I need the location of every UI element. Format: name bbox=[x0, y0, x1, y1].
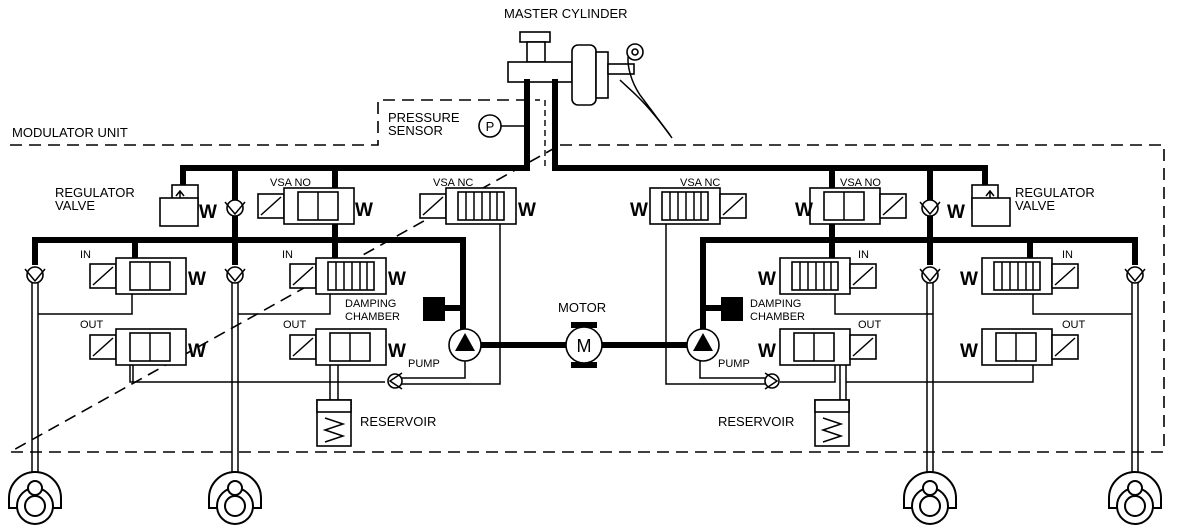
label-chamber-left: CHAMBER bbox=[345, 311, 400, 323]
right-reservoir bbox=[814, 399, 850, 447]
svg-text:W: W bbox=[188, 341, 206, 362]
label-pump-right: PUMP bbox=[718, 358, 750, 370]
label-reservoir-right: RESERVOIR bbox=[718, 414, 794, 429]
check-valve bbox=[919, 266, 941, 284]
svg-text:W: W bbox=[388, 341, 406, 362]
pump-check-valve-right bbox=[764, 372, 780, 390]
left-rear-in-valve: W bbox=[289, 257, 406, 295]
modulator-boundary bbox=[6, 99, 1165, 453]
label-valve-right: VALVE bbox=[1015, 198, 1055, 213]
svg-text:W: W bbox=[388, 269, 406, 290]
left-reservoir bbox=[316, 399, 352, 447]
left-damping-chamber bbox=[423, 297, 445, 321]
label-motor: MOTOR bbox=[558, 300, 606, 315]
master-cylinder bbox=[507, 31, 673, 139]
check-valve bbox=[919, 199, 941, 217]
svg-text:P: P bbox=[486, 119, 495, 134]
svg-text:W: W bbox=[199, 202, 217, 223]
left-front-in-valve: W bbox=[89, 257, 206, 295]
pump-check-valve-left bbox=[387, 372, 403, 390]
label-in-4: IN bbox=[1062, 249, 1073, 261]
svg-text:W: W bbox=[960, 269, 978, 290]
right-rear-out-valve: W bbox=[758, 328, 877, 366]
left-front-out-valve: W bbox=[89, 328, 206, 366]
wheel-brake-icon bbox=[1108, 471, 1162, 525]
right-regulator-valve: W bbox=[947, 184, 1011, 227]
label-regulator-left: REGULATOR bbox=[55, 185, 135, 200]
label-vsa-no-left: VSA NO bbox=[270, 177, 311, 189]
label-pressure: PRESSURE bbox=[388, 110, 460, 125]
label-reservoir-left: RESERVOIR bbox=[360, 414, 436, 429]
left-vsa-nc-valve: W bbox=[419, 187, 536, 225]
left-vsa-no-valve: W bbox=[257, 187, 373, 225]
svg-text:M: M bbox=[577, 336, 592, 356]
wheel-brake-icon bbox=[8, 471, 62, 525]
label-vsa-nc-right: VSA NC bbox=[680, 177, 720, 189]
label-valve-left: VALVE bbox=[55, 198, 95, 213]
right-front-in-valve: W bbox=[960, 257, 1079, 295]
label-damping-right: DAMPING bbox=[750, 298, 801, 310]
right-vsa-no-valve: W bbox=[795, 187, 907, 225]
left-rear-out-valve: W bbox=[289, 328, 406, 366]
label-out-4: OUT bbox=[1062, 319, 1086, 331]
label-sensor: SENSOR bbox=[388, 123, 443, 138]
check-valve bbox=[224, 199, 246, 217]
check-valve bbox=[224, 266, 246, 284]
motor: M bbox=[565, 322, 603, 368]
svg-text:W: W bbox=[188, 269, 206, 290]
label-damping-left: DAMPING bbox=[345, 298, 396, 310]
pressure-sensor: P bbox=[478, 114, 527, 138]
label-regulator-right: REGULATOR bbox=[1015, 185, 1095, 200]
check-valve bbox=[1124, 266, 1146, 284]
wheel-brake-icon bbox=[208, 471, 262, 525]
labels: MASTER CYLINDER MODULATOR UNIT PRESSURE … bbox=[12, 6, 1095, 429]
thin-lines bbox=[31, 100, 1139, 480]
main-lines bbox=[32, 79, 1138, 348]
svg-text:W: W bbox=[795, 200, 813, 221]
label-vsa-no-right: VSA NO bbox=[840, 177, 881, 189]
label-out-1: OUT bbox=[80, 319, 104, 331]
svg-text:W: W bbox=[630, 200, 648, 221]
label-out-3: OUT bbox=[858, 319, 882, 331]
right-damping-chamber bbox=[721, 297, 743, 321]
svg-text:W: W bbox=[518, 200, 536, 221]
svg-text:W: W bbox=[960, 341, 978, 362]
label-vsa-nc-left: VSA NC bbox=[433, 177, 473, 189]
left-regulator-valve: W bbox=[159, 184, 217, 227]
check-valve bbox=[24, 266, 46, 284]
svg-text:W: W bbox=[758, 269, 776, 290]
label-pump-left: PUMP bbox=[408, 358, 440, 370]
label-in-3: IN bbox=[858, 249, 869, 261]
wheel-brake-icon bbox=[903, 471, 957, 525]
label-out-2: OUT bbox=[283, 319, 307, 331]
label-in-2: IN bbox=[282, 249, 293, 261]
label-master-cylinder: MASTER CYLINDER bbox=[504, 6, 628, 21]
svg-text:W: W bbox=[758, 341, 776, 362]
left-pump bbox=[448, 328, 482, 362]
svg-text:W: W bbox=[947, 202, 965, 223]
right-front-out-valve: W bbox=[960, 328, 1079, 366]
right-vsa-nc-valve: W bbox=[630, 187, 747, 225]
label-in-1: IN bbox=[80, 249, 91, 261]
label-modulator-unit: MODULATOR UNIT bbox=[12, 125, 128, 140]
label-chamber-right: CHAMBER bbox=[750, 311, 805, 323]
right-rear-in-valve: W bbox=[758, 257, 877, 295]
right-pump bbox=[686, 328, 720, 362]
svg-text:W: W bbox=[355, 200, 373, 221]
